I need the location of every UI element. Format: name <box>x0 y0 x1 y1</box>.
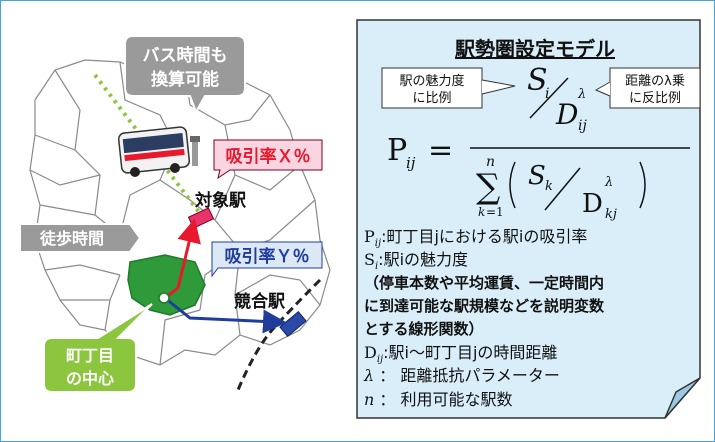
legend-list: Pij:町丁目jにおける駅iの吸引率 Si:駅iの魅力度 （停車本数や平均運賃、… <box>363 227 605 409</box>
svg-text:n: n <box>486 154 495 170</box>
district-map <box>29 59 331 366</box>
svg-text:S: S <box>527 63 548 98</box>
attraction-rate-x-label: 吸引率Ｘ％ <box>213 139 323 180</box>
svg-text:距離のλ乗: 距離のλ乗 <box>625 74 685 89</box>
svg-text:ij: ij <box>578 118 587 134</box>
svg-text:D: D <box>582 189 603 219</box>
svg-text:吸引率Ｘ％: 吸引率Ｘ％ <box>226 146 311 167</box>
note-inverse: 距離のλ乗 に反比例 <box>594 67 701 109</box>
legend-n: n ： 利用可能な駅数 <box>364 390 513 409</box>
competing-station-label: 競合駅 <box>234 291 286 312</box>
svg-text:S: S <box>528 161 546 191</box>
model-panel <box>356 19 701 419</box>
svg-text:λ: λ <box>604 175 613 190</box>
svg-text:換算可能: 換算可能 <box>151 69 219 90</box>
legend-lambda: λ ： 距離抵抗パラメーター <box>363 366 560 385</box>
svg-text:の中心: の中心 <box>66 369 114 388</box>
bus-time-callout: バス時間も 換算可能 <box>124 35 246 115</box>
attraction-rate-y-label: 吸引率Ｙ％ <box>211 241 323 278</box>
note-proportional: 駅の魅力度 に比例 <box>381 67 516 109</box>
model-title: 駅勢圏設定モデル <box>454 37 615 61</box>
svg-text:ij: ij <box>406 154 416 172</box>
legend-desc-1: （停車本数や平均運賃、一定時間内 <box>364 274 604 292</box>
svg-text:=1: =1 <box>486 205 504 219</box>
svg-text:バス時間も: バス時間も <box>143 45 228 66</box>
legend-dij: Dij:駅i～町丁目jの時間距離 <box>364 343 557 365</box>
svg-text:吸引率Ｙ％: 吸引率Ｙ％ <box>225 246 310 267</box>
svg-text:D: D <box>555 98 578 131</box>
legend-desc-3: とする線形関数） <box>364 320 484 338</box>
svg-text:=: = <box>428 133 453 168</box>
svg-text:kj: kj <box>605 207 617 222</box>
arrow-to-competing <box>164 296 287 334</box>
arrow-to-target <box>164 218 201 300</box>
legend-desc-2: に到達可能な駅規模などを説明変数 <box>364 297 605 315</box>
svg-text:に反比例: に反比例 <box>629 91 681 106</box>
svg-text:k: k <box>478 205 485 219</box>
svg-text:k: k <box>545 179 553 194</box>
legend-pij: Pij:町丁目jにおける駅iの吸引率 <box>364 227 587 249</box>
svg-text:∑: ∑ <box>476 167 500 207</box>
svg-text:徒歩時間: 徒歩時間 <box>39 229 104 248</box>
district-area <box>127 254 206 316</box>
svg-text:駅の魅力度: 駅の魅力度 <box>399 73 464 89</box>
walking-time-tag: 徒歩時間 <box>19 223 142 253</box>
svg-text:町丁目: 町丁目 <box>66 346 114 365</box>
svg-text:i: i <box>545 86 549 102</box>
model-formula: S i D λ ij P ij = n ∑ k =1 S k D λ kj <box>387 63 690 222</box>
svg-text:に比例: に比例 <box>412 91 451 106</box>
svg-text:P: P <box>387 133 407 168</box>
svg-text:λ: λ <box>577 87 586 102</box>
legend-si: Si:駅iの魅力度 <box>364 250 468 272</box>
district-center-dot <box>158 292 170 304</box>
bus-icon <box>117 126 200 177</box>
target-station-label: 対象駅 <box>194 190 247 211</box>
competing-station-marker <box>279 310 307 338</box>
district-center-callout: 町丁目 の中心 <box>43 303 153 393</box>
